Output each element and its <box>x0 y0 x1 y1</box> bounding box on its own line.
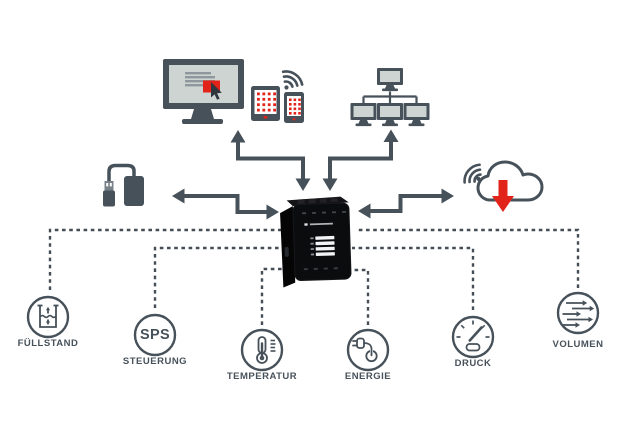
volumen-icon <box>556 291 600 335</box>
sps-icon <box>133 313 177 357</box>
cloud-wifi-icon <box>463 163 482 184</box>
temperatur-icon <box>240 328 284 372</box>
data-logger-device <box>280 196 352 288</box>
smartphone-icon <box>284 92 304 123</box>
energie-label: ENERGIE <box>344 371 392 382</box>
download-arrow-icon <box>492 180 514 212</box>
cloud-icon <box>463 160 544 212</box>
temperatur-label: TEMPERATUR <box>226 371 298 382</box>
desktop-monitor-icon <box>163 59 244 124</box>
sps-badge-text: SPS <box>140 327 170 343</box>
dashed-sensor-lines <box>48 228 580 325</box>
wifi-signal-icon <box>281 70 304 90</box>
energie-icon <box>346 328 390 372</box>
arrow-monitor-device <box>230 130 311 191</box>
arrow-usb-device <box>172 188 279 220</box>
druck-label: DRUCK <box>454 358 492 369</box>
usb-adapter-icon <box>103 163 144 207</box>
network-tree-icon <box>350 68 430 127</box>
mouse-cursor-icon <box>211 82 222 100</box>
arrow-cloud-device <box>358 188 454 219</box>
druck-icon <box>451 315 495 359</box>
volumen-label: VOLUMEN <box>552 339 604 350</box>
arrow-network-device <box>322 129 399 191</box>
fuellstand-label: FÜLLSTAND <box>17 338 79 349</box>
steuerung-label: STEUERUNG <box>122 356 188 367</box>
fuellstand-icon <box>26 295 70 339</box>
tablet-icon <box>251 86 280 121</box>
